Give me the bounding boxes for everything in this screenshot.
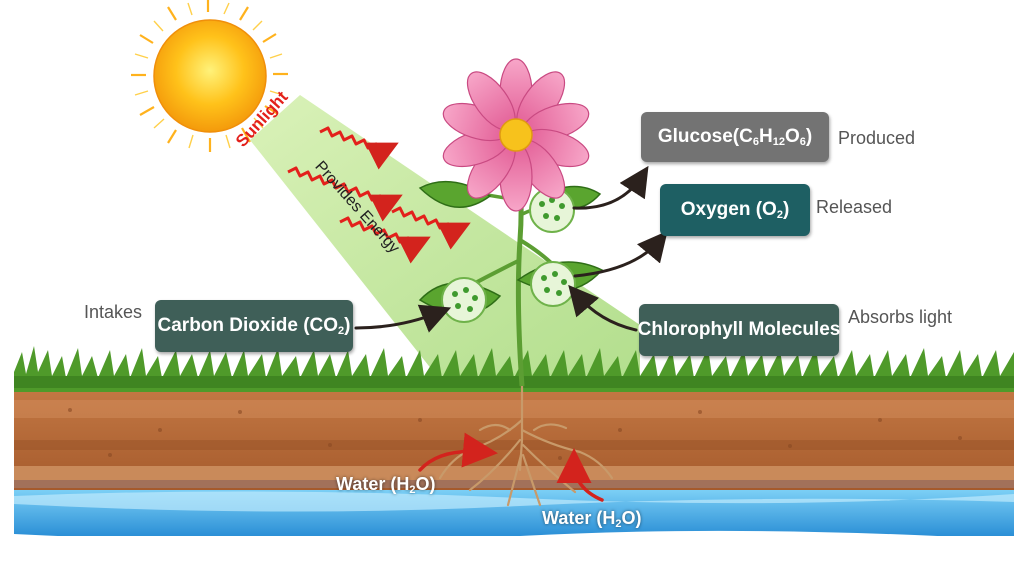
water-arrow-left <box>418 432 498 472</box>
chlorophyll-text: Chlorophyll Molecules <box>637 319 841 340</box>
grass <box>14 346 1014 392</box>
chloroplast-left <box>441 277 487 323</box>
absorbs-light-label: Absorbs light <box>848 307 953 327</box>
glucose-box: Glucose(C6H12O6) <box>641 112 829 162</box>
ray-3 <box>339 216 431 264</box>
flower-icon <box>442 58 590 212</box>
glucose-text: Glucose(C6H12O6) <box>657 126 813 148</box>
carbon-dioxide-text: Carbon Dioxide (CO2) <box>157 315 351 337</box>
sunlight-rays <box>287 126 471 264</box>
water-label-left: Water (H2O) <box>336 474 436 496</box>
carbon-dioxide-box: Carbon Dioxide (CO2) <box>155 300 353 352</box>
water-arrows <box>418 432 604 502</box>
oxygen-arrow <box>573 230 668 278</box>
produced-label: Produced <box>838 128 916 148</box>
released-label: Released <box>816 197 893 217</box>
sun-icon <box>131 0 288 152</box>
ray-4 <box>391 206 471 250</box>
oxygen-text: Oxygen (O2) <box>680 199 790 221</box>
water-arrow-right <box>556 448 604 502</box>
process-arrows <box>354 165 668 333</box>
chloroplast-right <box>530 261 576 307</box>
intakes-label: Intakes <box>84 302 143 322</box>
ray-1 <box>319 126 399 170</box>
water-label-right: Water (H2O) <box>542 508 642 530</box>
chlorophyll-box: Chlorophyll Molecules <box>637 304 841 356</box>
chlorophyll-arrow <box>568 284 638 332</box>
glucose-arrow <box>572 165 649 210</box>
ray-2 <box>287 166 403 222</box>
oxygen-box: Oxygen (O2) <box>660 184 810 236</box>
co2-arrow <box>354 304 452 333</box>
